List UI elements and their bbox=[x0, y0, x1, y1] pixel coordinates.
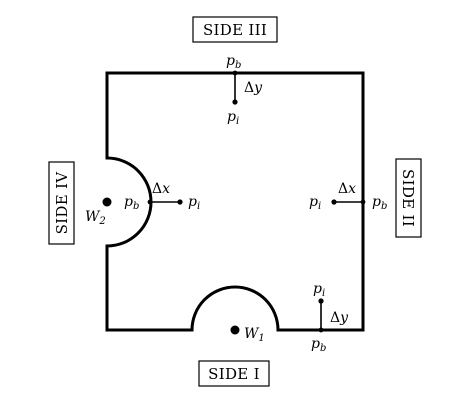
well-w2-label: W2 bbox=[85, 209, 106, 227]
right-delta-x-label: Δx bbox=[338, 181, 356, 197]
svg-text:SIDE III: SIDE III bbox=[203, 21, 267, 39]
well-w1-label: W1 bbox=[244, 326, 265, 344]
right-pi-label: pi bbox=[309, 194, 321, 212]
left-pi-label: pi bbox=[188, 194, 200, 212]
svg-text:SIDE II: SIDE II bbox=[399, 169, 417, 227]
bottom-offset-vector bbox=[318, 298, 324, 333]
left-delta-x-label: Δx bbox=[152, 181, 170, 197]
bottom-pi-label: pi bbox=[313, 281, 325, 299]
top-delta-y-label: Δy bbox=[244, 80, 263, 96]
domain-boundary bbox=[105, 71, 365, 332]
right-offset-vector bbox=[331, 199, 366, 205]
well-w1-point bbox=[230, 325, 240, 335]
top-offset-vector bbox=[232, 70, 238, 105]
top-pb-label: pb bbox=[226, 53, 241, 71]
side-ii-label: SIDE II bbox=[395, 158, 422, 238]
left-offset-vector bbox=[147, 199, 183, 205]
left-pb-label: pb bbox=[124, 194, 139, 212]
top-pi-label: pi bbox=[227, 109, 239, 127]
bottom-delta-y-label: Δy bbox=[330, 310, 349, 326]
well-w2-point bbox=[102, 197, 112, 207]
side-i-label: SIDE I bbox=[198, 360, 270, 387]
right-pb-label: pb bbox=[372, 194, 387, 212]
svg-text:SIDE IV: SIDE IV bbox=[53, 171, 71, 235]
bottom-pb-label: pb bbox=[311, 336, 326, 354]
side-iii-label: SIDE III bbox=[192, 16, 278, 43]
svg-text:SIDE I: SIDE I bbox=[208, 365, 260, 383]
side-iv-label: SIDE IV bbox=[48, 161, 75, 245]
